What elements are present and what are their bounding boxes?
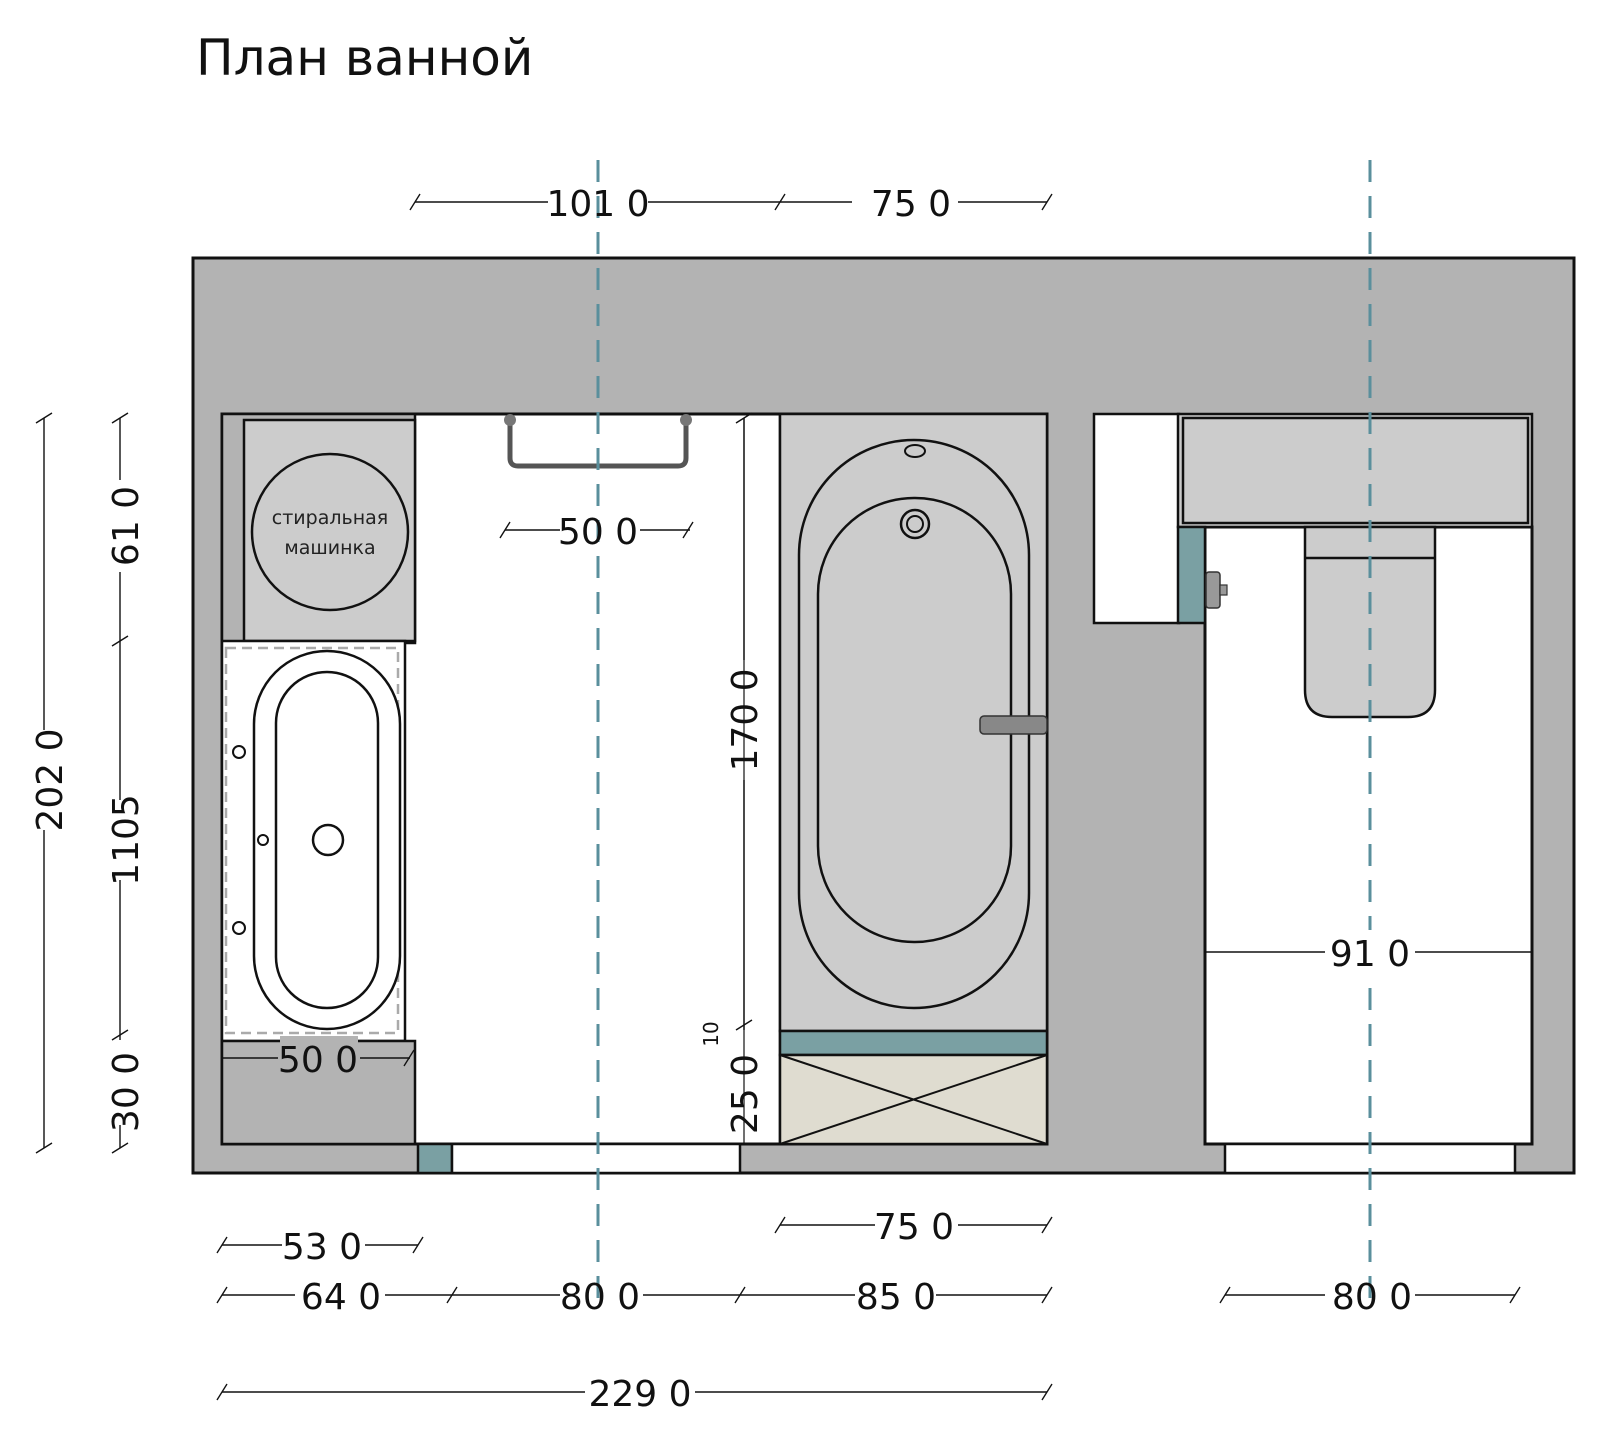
dim-toilet — [1205, 930, 1532, 974]
door-teal-block — [416, 1142, 454, 1175]
dim-25: 25 0 — [725, 1054, 766, 1134]
dim-bottom-75: 75 0 — [874, 1207, 954, 1248]
bathtub-overflow — [904, 444, 926, 458]
dim-towel — [499, 521, 694, 539]
floor-tile-cross-2 — [779, 1054, 1048, 1145]
dim-top — [409, 180, 1053, 224]
dim-left-1105: 1105 — [106, 794, 147, 886]
dim-bottom-80-right: 80 0 — [1332, 1277, 1412, 1318]
sink-drain — [311, 823, 345, 857]
dim-left-202: 202 0 — [30, 728, 71, 831]
dim-bottom-53: 53 0 — [282, 1227, 362, 1268]
toilet-bowl — [1303, 525, 1437, 719]
washing-machine-label-line2: машинка — [284, 537, 375, 559]
dim-sink — [222, 1036, 415, 1080]
dim-total — [216, 1383, 1053, 1401]
washing-machine-drum — [250, 452, 410, 612]
dim-top-101: 101 0 — [546, 184, 649, 225]
dim-toilet-91: 91 0 — [1330, 934, 1410, 975]
toilet-valve-knob — [1219, 584, 1228, 596]
dim-left-202 — [35, 412, 53, 1154]
dim-bottom-row — [216, 1286, 1053, 1304]
towel-rail-mount-left — [504, 414, 516, 426]
toilet-teal-pipe — [1176, 525, 1207, 625]
dim-left-61: 61 0 — [106, 486, 147, 566]
sink-tap-hole-2 — [257, 834, 269, 846]
toilet-valve — [1205, 571, 1221, 609]
dim-sink-50: 50 0 — [278, 1040, 358, 1081]
dim-bottom-64: 64 0 — [301, 1277, 381, 1318]
dim-left-chain — [111, 412, 129, 1154]
plan-title: План ванной — [196, 29, 533, 87]
dim-bottom-right — [1219, 1286, 1521, 1304]
toilet-shelf — [1181, 416, 1530, 525]
sink-outline-dashed — [224, 646, 400, 1035]
dim-towel-50: 50 0 — [558, 512, 638, 553]
bathtub-drain-inner — [906, 515, 924, 533]
dim-bottom-80: 80 0 — [560, 1277, 640, 1318]
dim-total-229: 229 0 — [588, 1374, 691, 1415]
washing-machine-label-line1: стиральная — [272, 507, 388, 529]
toilet-cabinet — [1092, 412, 1181, 625]
bathtub-faucet — [979, 715, 1048, 735]
dim-bottom-75 — [774, 1216, 1053, 1234]
dim-bottom-53 — [216, 1236, 424, 1254]
dim-170 — [735, 412, 753, 1031]
towel-rail-mount-right — [680, 414, 692, 426]
dim-bottom-85: 85 0 — [856, 1277, 936, 1318]
dim-top-75: 75 0 — [871, 184, 951, 225]
bathroom-door-opening — [450, 1142, 742, 1175]
sink-tap-hole-3 — [232, 921, 246, 935]
dim-170: 170 0 — [725, 668, 766, 771]
bathtub-teal-strip — [778, 1029, 1049, 1057]
dim-small-10: 10 — [699, 1021, 723, 1046]
sink-tap-hole-1 — [232, 745, 246, 759]
dim-left-30: 30 0 — [106, 1052, 147, 1132]
